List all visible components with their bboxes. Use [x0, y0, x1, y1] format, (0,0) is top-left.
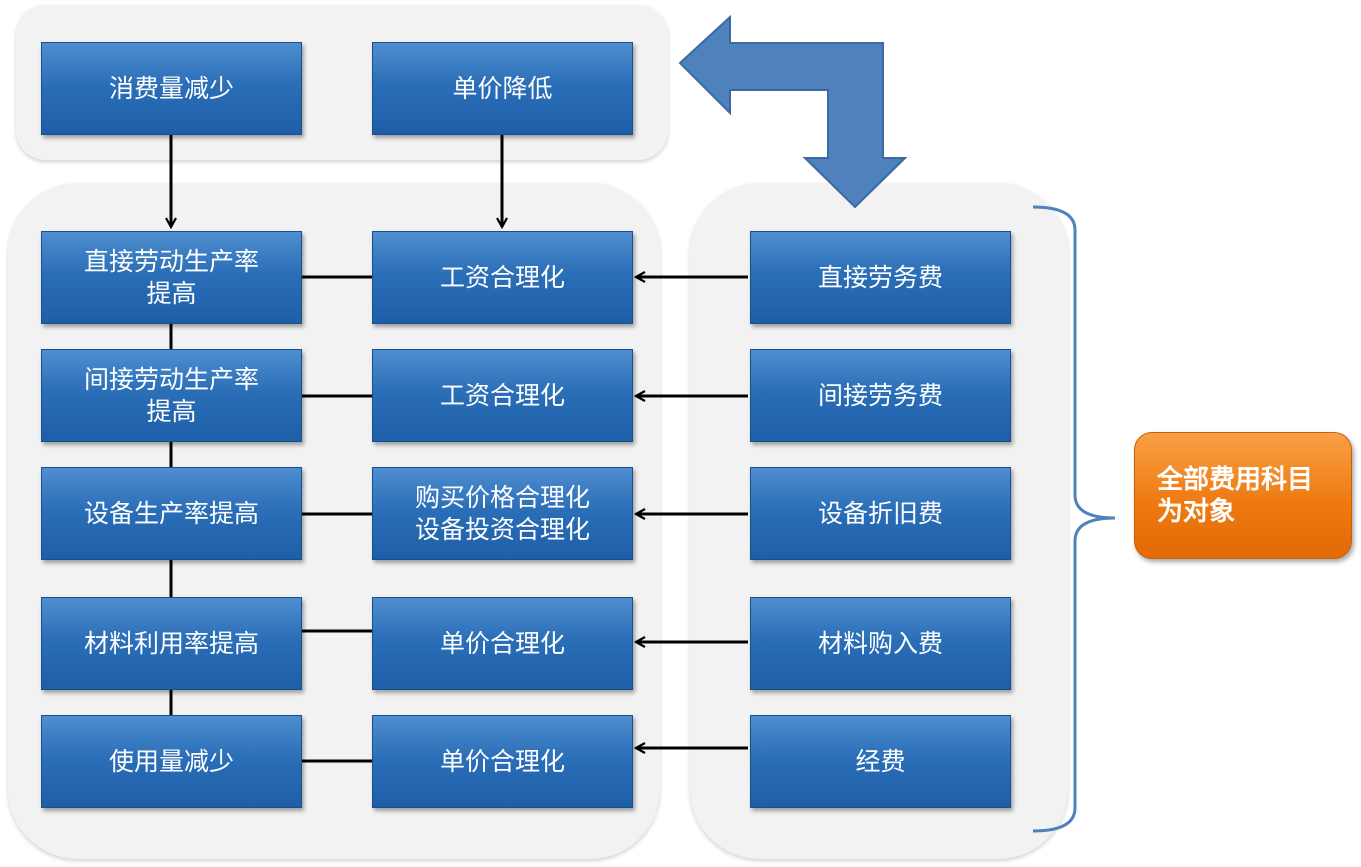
- usage-decrease-box: 使用量减少: [41, 715, 302, 808]
- indirect-labor-productivity-box: 间接劳动生产率 提高: [41, 349, 302, 442]
- box-label-line1: 单价合理化: [439, 628, 565, 658]
- expenses-box: 经费: [750, 715, 1011, 808]
- unit-price-reduction-box: 单价降低: [372, 42, 633, 135]
- indirect-labor-cost-box: 间接劳务费: [750, 349, 1011, 442]
- direct-labor-productivity-box: 直接劳动生产率 提高: [41, 231, 302, 324]
- box-label-line1: 工资合理化: [439, 262, 565, 292]
- target-label-line1: 全部费用科目: [1157, 464, 1314, 495]
- box-label-line1: 设备生产率提高: [83, 498, 259, 528]
- box-label: 设备折旧费: [817, 498, 943, 528]
- box-label: 消费量减少: [108, 73, 234, 103]
- wage-rationalization-box-2: 工资合理化: [372, 349, 633, 442]
- purchase-investment-rationalization-box: 购买价格合理化 设备投资合理化: [372, 467, 633, 560]
- box-label: 直接劳务费: [817, 262, 943, 292]
- box-label-line2: 提高: [146, 278, 197, 308]
- box-label-line1: 单价合理化: [439, 746, 565, 776]
- box-label: 经费: [855, 746, 906, 776]
- unit-price-rationalization-box-2: 单价合理化: [372, 715, 633, 808]
- big-bent-arrow: [678, 14, 908, 209]
- direct-labor-cost-box: 直接劳务费: [750, 231, 1011, 324]
- box-label: 材料购入费: [817, 628, 943, 658]
- box-label: 间接劳务费: [817, 380, 943, 410]
- wage-rationalization-box-1: 工资合理化: [372, 231, 633, 324]
- box-label: 单价降低: [452, 73, 553, 103]
- box-label-line1: 间接劳动生产率: [83, 364, 259, 394]
- box-label-line2: 设备投资合理化: [414, 514, 590, 544]
- box-label-line1: 购买价格合理化: [414, 482, 590, 512]
- box-label-line1: 使用量减少: [108, 746, 234, 776]
- box-label-line1: 直接劳动生产率: [83, 246, 259, 276]
- unit-price-rationalization-box-1: 单价合理化: [372, 597, 633, 690]
- equipment-productivity-box: 设备生产率提高: [41, 467, 302, 560]
- box-label-line2: 提高: [146, 396, 197, 426]
- box-label-line1: 工资合理化: [439, 380, 565, 410]
- right-brace: [1032, 205, 1116, 833]
- material-utilization-box: 材料利用率提高: [41, 597, 302, 690]
- material-purchase-cost-box: 材料购入费: [750, 597, 1011, 690]
- equipment-depreciation-box: 设备折旧费: [750, 467, 1011, 560]
- all-cost-items-target-box: 全部费用科目 为对象: [1134, 432, 1352, 559]
- consumption-decrease-box: 消费量减少: [41, 42, 302, 135]
- box-label-line1: 材料利用率提高: [83, 628, 259, 658]
- target-label-line2: 为对象: [1157, 496, 1236, 527]
